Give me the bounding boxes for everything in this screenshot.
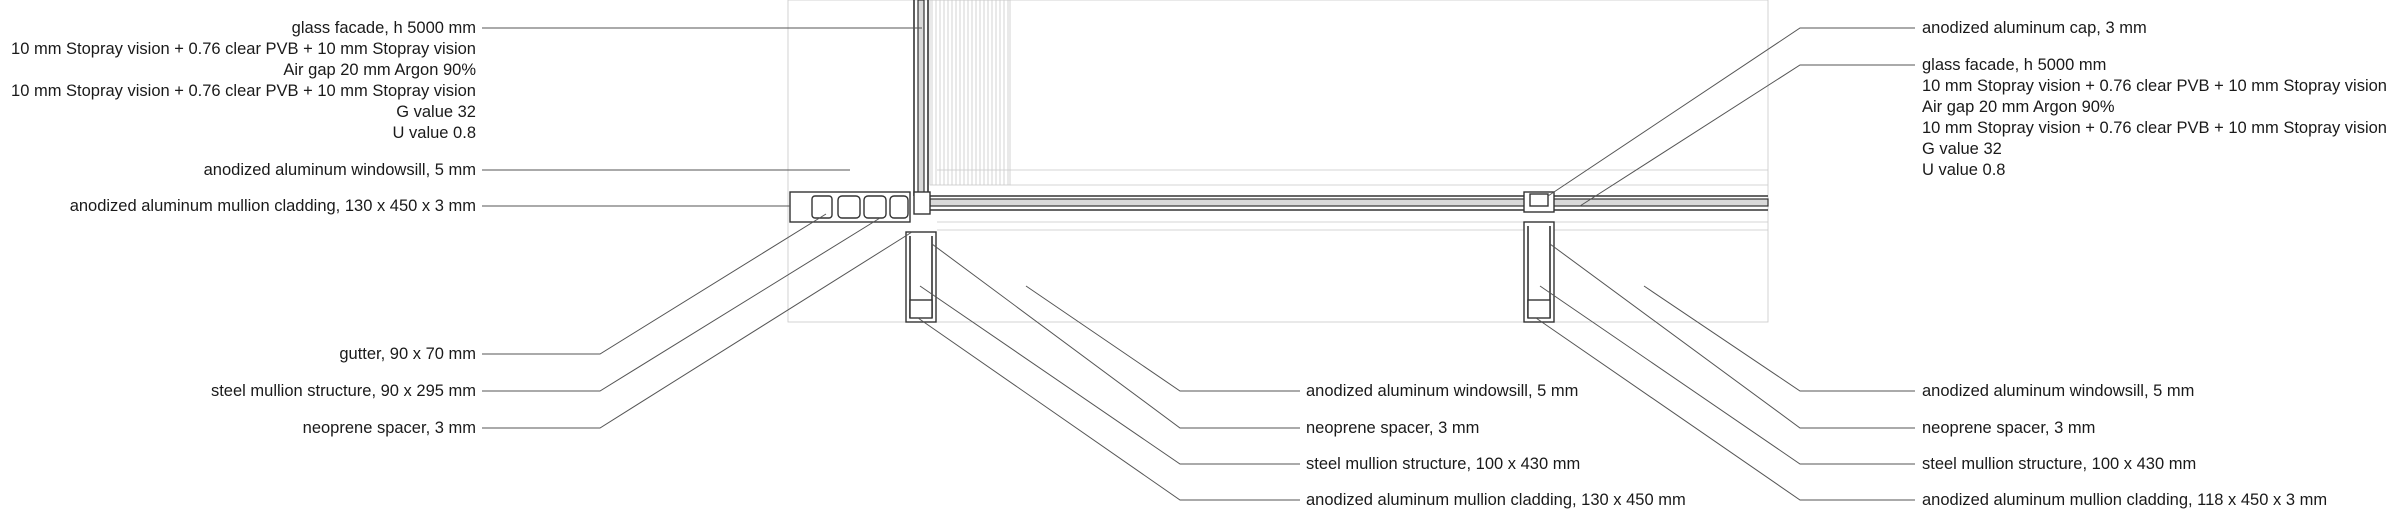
label-right-cladding: anodized aluminum mullion cladding, 118 … <box>1922 491 2327 509</box>
label-left-glass-2: 10 mm Stopray vision + 0.76 clear PVB + … <box>11 40 476 58</box>
label-left-glass-3: Air gap 20 mm Argon 90% <box>283 61 476 79</box>
label-mid-steel: steel mullion structure, 100 x 430 mm <box>1306 455 1580 473</box>
label-right-windowsill: anodized aluminum windowsill, 5 mm <box>1922 382 2194 400</box>
label-mid-spacer: neoprene spacer, 3 mm <box>1306 419 1479 437</box>
label-right-glass-3: Air gap 20 mm Argon 90% <box>1922 98 2115 116</box>
labels-left: glass facade, h 5000 mm 10 mm Stopray vi… <box>11 19 476 437</box>
labels-middle: anodized aluminum windowsill, 5 mm neopr… <box>1306 382 1686 509</box>
drawing-geometry <box>787 0 1769 323</box>
label-left-glass-6: U value 0.8 <box>393 124 476 142</box>
label-left-cladding: anodized aluminum mullion cladding, 130 … <box>70 197 476 215</box>
label-right-glass-2: 10 mm Stopray vision + 0.76 clear PVB + … <box>1922 77 2387 95</box>
mullion-right <box>1523 191 1555 323</box>
label-right-glass-1: glass facade, h 5000 mm <box>1922 56 2106 74</box>
leader-lines <box>482 27 1915 501</box>
label-right-glass-5: G value 32 <box>1922 140 2002 158</box>
vertical-glass-hatch <box>929 0 1011 186</box>
label-left-glass-5: G value 32 <box>396 103 476 121</box>
label-mid-windowsill: anodized aluminum windowsill, 5 mm <box>1306 382 1578 400</box>
label-mid-cladding: anodized aluminum mullion cladding, 130 … <box>1306 491 1686 509</box>
label-left-steel: steel mullion structure, 90 x 295 mm <box>211 382 476 400</box>
label-right-glass-6: U value 0.8 <box>1922 161 2005 179</box>
label-right-glass-4: 10 mm Stopray vision + 0.76 clear PVB + … <box>1922 119 2387 137</box>
room-outline <box>787 0 1769 323</box>
label-right-steel: steel mullion structure, 100 x 430 mm <box>1922 455 2196 473</box>
label-left-windowsill: anodized aluminum windowsill, 5 mm <box>204 161 476 179</box>
label-right-cap: anodized aluminum cap, 3 mm <box>1922 19 2147 37</box>
horizontal-glass-pane <box>929 198 1769 207</box>
label-left-glass-1: glass facade, h 5000 mm <box>292 19 476 37</box>
label-left-spacer: neoprene spacer, 3 mm <box>303 419 476 437</box>
label-left-gutter: gutter, 90 x 70 mm <box>339 345 476 363</box>
labels-right: anodized aluminum cap, 3 mm glass facade… <box>1922 19 2387 509</box>
label-right-spacer: neoprene spacer, 3 mm <box>1922 419 2095 437</box>
windowsill-gutter-left <box>789 191 931 223</box>
mullion-left <box>905 231 937 323</box>
vertical-glass-pane <box>917 0 925 197</box>
label-left-glass-4: 10 mm Stopray vision + 0.76 clear PVB + … <box>11 82 476 100</box>
